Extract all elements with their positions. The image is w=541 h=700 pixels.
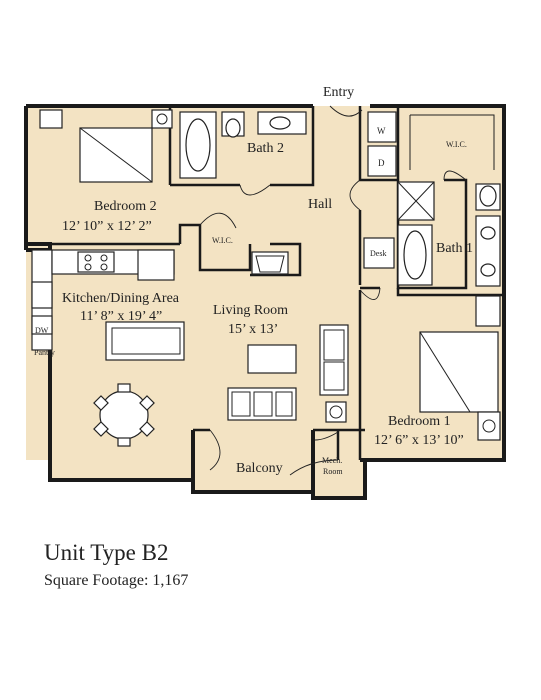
wic-right-shelves	[409, 114, 495, 170]
dw-label: DW	[35, 326, 49, 335]
doors	[209, 170, 467, 476]
kitchen-label: Kitchen/Dining Area	[62, 291, 180, 306]
bedroom1-size: 12’ 6” x 13’ 10”	[374, 433, 464, 448]
bath1-label: Bath 1	[436, 241, 473, 256]
bedroom2-label: Bedroom 2	[94, 199, 157, 214]
entry-door	[329, 105, 363, 117]
pantry-label: Pantry	[34, 348, 55, 357]
desk-label: Desk	[370, 249, 386, 258]
laundry	[367, 111, 397, 177]
kitchen-size: 11’ 8” x 19’ 4”	[80, 309, 162, 324]
washer-label: W	[377, 126, 386, 136]
bedroom2-size: 12’ 10” x 12’ 2”	[62, 219, 152, 234]
living-label: Living Room	[213, 303, 288, 318]
wic-left-label: W.I.C.	[212, 236, 233, 245]
bedroom1-label: Bedroom 1	[388, 414, 451, 429]
bedroom2-bed	[39, 109, 173, 183]
dryer-label: D	[378, 158, 385, 168]
floor-plan: Entry Bedroom 2 12’ 10” x 12’ 2” Bath 2 …	[24, 85, 506, 500]
mech-label-line2: Room	[323, 467, 343, 476]
entry-label: Entry	[323, 85, 354, 100]
bath2-label: Bath 2	[247, 141, 284, 156]
bath1-fixtures	[363, 181, 501, 287]
living-furniture	[227, 324, 349, 423]
wic-right-label: W.I.C.	[446, 140, 467, 149]
square-footage: Square Footage: 1,167	[44, 572, 189, 589]
bath2-fixtures	[179, 111, 307, 179]
wic-left-shelves	[199, 212, 237, 229]
hall-label: Hall	[308, 197, 332, 212]
balcony-label: Balcony	[236, 461, 283, 476]
bedroom1-bed	[419, 295, 501, 441]
dining-table	[93, 383, 155, 447]
fireplace	[251, 251, 289, 275]
unit-type-title: Unit Type B2	[44, 540, 169, 565]
mech-label-line1: Mech.	[322, 456, 342, 465]
living-size: 15’ x 13’	[228, 322, 278, 337]
kitchen-counters	[31, 249, 185, 361]
